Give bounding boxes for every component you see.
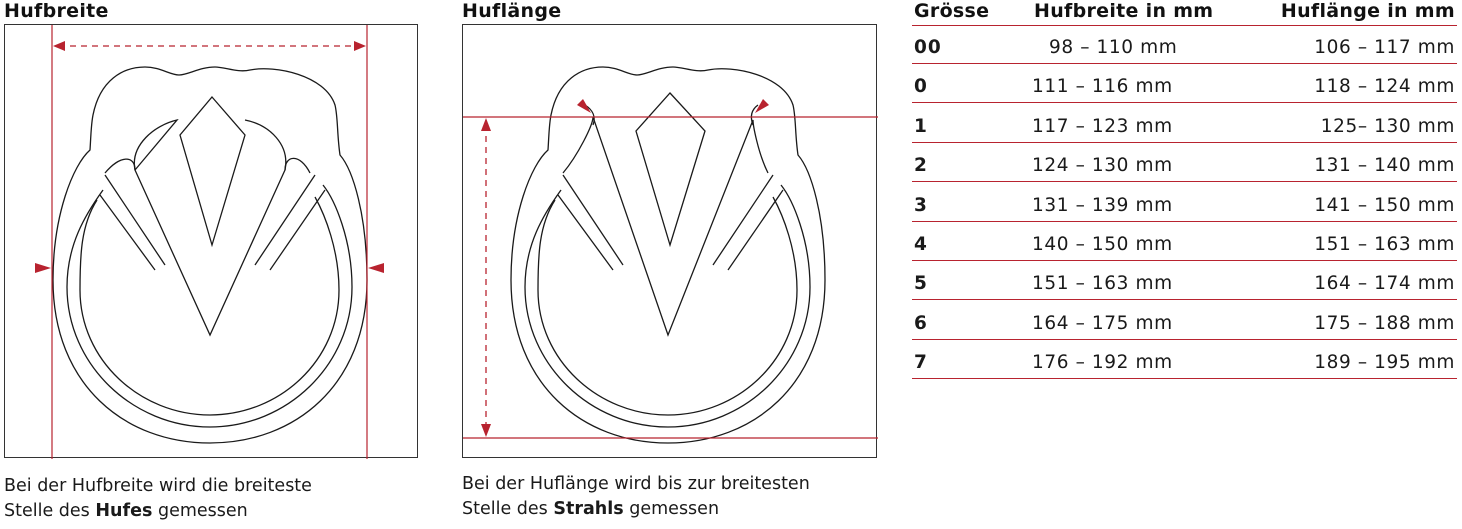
width-cell: 111 – 116 mm <box>1032 76 1173 98</box>
row-divider <box>912 220 1457 222</box>
hufbreite-heading: Hufbreite <box>4 0 109 22</box>
row-divider <box>912 141 1457 143</box>
huflaenge-caption-line2: Stelle des Strahls gemessen <box>462 497 810 522</box>
hufbreite-caption-bold: Hufes <box>95 501 153 521</box>
width-cell: 140 – 150 mm <box>1032 234 1173 255</box>
row-divider <box>912 63 1457 64</box>
huflaenge-diagram <box>462 24 878 458</box>
hufbreite-caption-line1: Bei der Hufbreite wird die breiteste <box>4 476 312 496</box>
size-cell: 5 <box>914 273 928 295</box>
row-divider <box>912 181 1457 183</box>
row-divider <box>912 378 1457 380</box>
hoof-length-illustration <box>463 66 878 444</box>
length-cell: 151 – 163 mm <box>1314 234 1455 255</box>
length-cell: 131 – 140 mm <box>1314 155 1455 177</box>
length-cell: 164 – 174 mm <box>1314 273 1455 295</box>
hufbreite-caption-line2: Stelle des Hufes gemessen <box>4 499 312 524</box>
length-cell: 118 – 124 mm <box>1314 76 1455 98</box>
hoof-outline <box>52 66 368 444</box>
width-cell: 98 – 110 mm <box>1049 37 1178 58</box>
length-cell: 125– 130 mm <box>1320 115 1455 137</box>
huflaenge-heading: Huflänge <box>462 0 562 22</box>
hufbreite-caption-prefix: Stelle des <box>4 501 90 521</box>
header-length: Huflänge in mm <box>1280 0 1455 22</box>
size-cell: 6 <box>914 312 928 334</box>
width-cell: 164 – 175 mm <box>1032 312 1173 334</box>
header-size: Grösse <box>914 0 990 22</box>
row-divider <box>912 338 1457 340</box>
huflaenge-caption: Bei der Huflänge wird bis zur breitesten… <box>462 472 810 522</box>
row-divider <box>912 299 1457 301</box>
row-divider <box>912 260 1457 261</box>
size-cell: 3 <box>914 194 928 216</box>
width-cell: 124 – 130 mm <box>1032 155 1173 177</box>
hufbreite-caption: Bei der Hufbreite wird die breiteste Ste… <box>4 474 312 524</box>
width-cell: 151 – 163 mm <box>1032 273 1173 295</box>
size-cell: 2 <box>914 155 928 177</box>
width-cell: 117 – 123 mm <box>1032 115 1173 137</box>
length-cell: 175 – 188 mm <box>1314 312 1455 334</box>
length-cell: 141 – 150 mm <box>1314 194 1455 216</box>
huflaenge-caption-bold: Strahls <box>553 499 624 519</box>
hoof-outline <box>510 66 826 444</box>
header-divider <box>912 25 1457 26</box>
length-cell: 189 – 195 mm <box>1314 352 1455 374</box>
hoof-width-illustration <box>35 25 384 459</box>
huflaenge-caption-suffix: gemessen <box>629 499 720 519</box>
width-cell: 131 – 139 mm <box>1032 194 1173 216</box>
hufbreite-diagram <box>4 24 418 459</box>
huflaenge-caption-line1: Bei der Huflänge wird bis zur breitesten <box>462 474 810 494</box>
size-cell: 7 <box>914 352 928 374</box>
header-width: Hufbreite in mm <box>1034 0 1214 22</box>
width-cell: 176 – 192 mm <box>1032 352 1173 374</box>
row-divider <box>912 102 1457 104</box>
length-cell: 106 – 117 mm <box>1314 37 1455 58</box>
hufbreite-caption-suffix: gemessen <box>157 501 248 521</box>
width-guide-lines <box>35 25 384 459</box>
size-cell: 0 <box>914 76 928 98</box>
size-cell: 00 <box>914 37 942 58</box>
length-guide-lines <box>463 99 878 439</box>
size-cell: 1 <box>914 115 928 137</box>
huflaenge-caption-prefix: Stelle des <box>462 499 548 519</box>
size-cell: 4 <box>914 234 928 255</box>
